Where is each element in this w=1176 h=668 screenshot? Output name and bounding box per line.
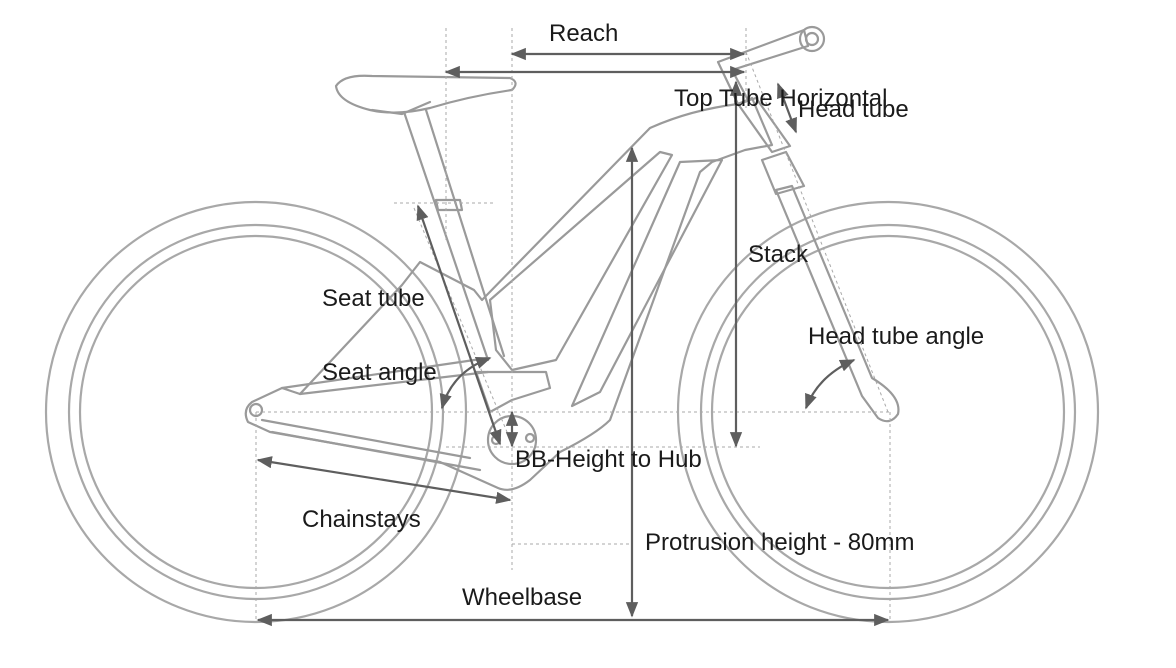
label-head-tube-angle: Head tube angle <box>808 323 984 350</box>
label-top-tube-horizontal: Top Tube Horizontal <box>674 85 887 112</box>
head-tube-angle-arc <box>804 358 856 410</box>
seat-angle-arc <box>439 356 492 410</box>
guide-seat-axis <box>413 207 513 445</box>
label-bb-height: BB-Height to Hub <box>515 446 702 473</box>
chain-stay <box>260 418 482 472</box>
crank-bolt-2 <box>524 432 536 444</box>
label-seat-tube: Seat tube <box>322 285 425 312</box>
head-tube-arrow <box>776 82 798 134</box>
fork-crown <box>760 150 806 196</box>
dimension-labels: Reach Top Tube Horizontal Head tube Stac… <box>302 20 984 611</box>
label-stack: Stack <box>748 241 809 268</box>
saddle <box>334 74 517 114</box>
fork-leg <box>774 184 900 423</box>
frame-cutout <box>488 150 674 372</box>
label-seat-angle: Seat angle <box>322 359 437 386</box>
label-chainstays: Chainstays <box>302 506 421 533</box>
label-head-tube: Head tube <box>798 96 909 123</box>
handlebar-core <box>804 31 820 47</box>
chainstays-arrow <box>256 456 512 504</box>
head-tube-shape <box>736 96 792 154</box>
rear-dropout <box>248 402 264 418</box>
label-reach: Reach <box>549 20 618 47</box>
frame-outline <box>244 96 774 491</box>
handlebar-end <box>798 25 826 53</box>
label-wheelbase: Wheelbase <box>462 584 582 611</box>
dimension-arrows <box>256 47 890 627</box>
guide-steering-axis <box>745 51 889 413</box>
battery-cover <box>570 158 724 408</box>
saddle-rail <box>370 100 432 116</box>
label-protrusion-height: Protrusion height - 80mm <box>645 529 914 556</box>
seat-tube-arrow <box>416 204 502 446</box>
